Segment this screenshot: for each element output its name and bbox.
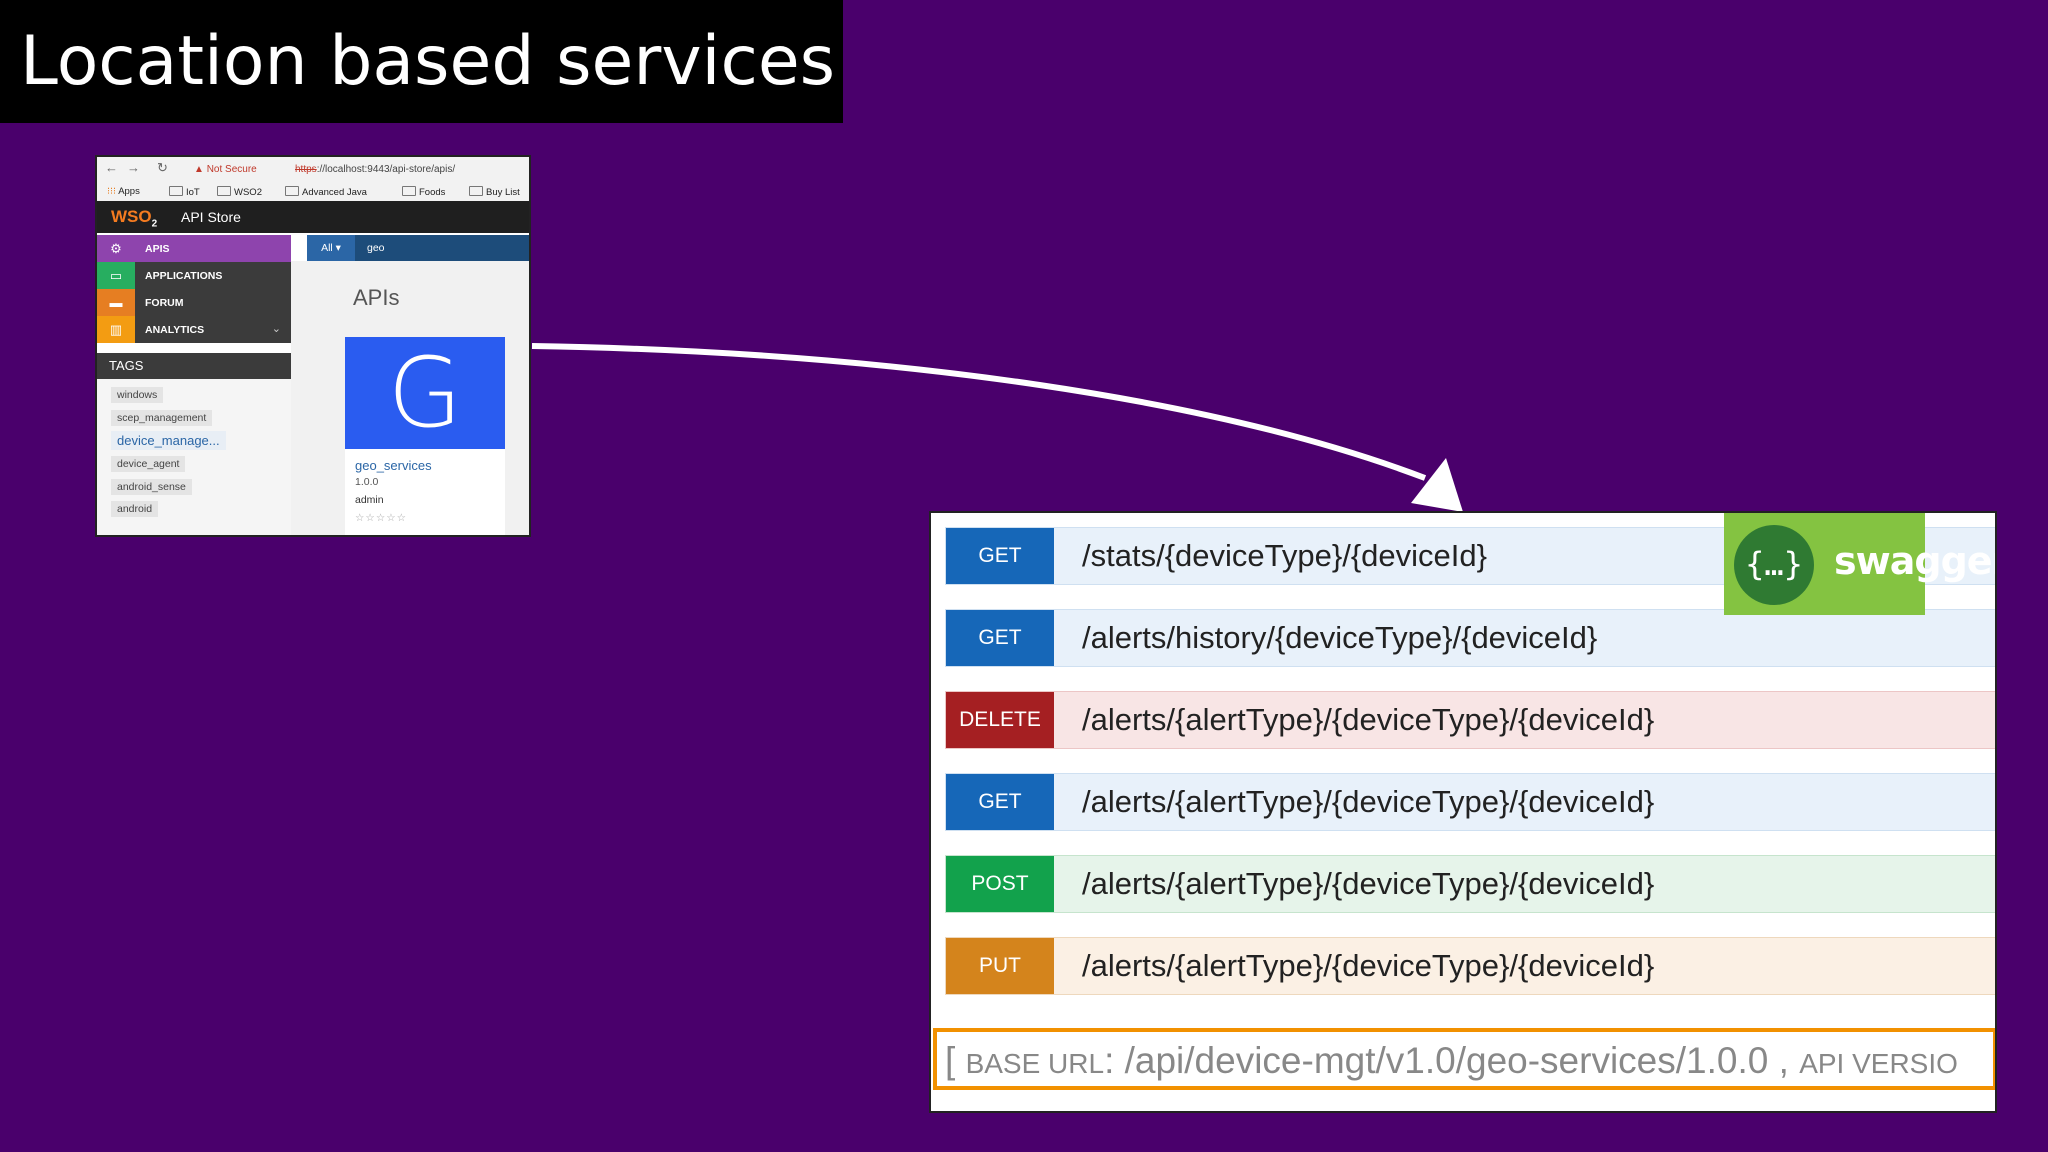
- bookmark-label: Advanced Java: [302, 187, 367, 198]
- api-card[interactable]: G geo_services 1.0.0 admin ☆☆☆☆☆: [345, 337, 505, 535]
- menu-label: APPLICATIONS: [145, 270, 223, 282]
- bookmark-buy-list[interactable]: Buy List: [469, 186, 520, 198]
- address-bar[interactable]: ← → ↻ ▲ Not Secure https://localhost:944…: [97, 157, 529, 183]
- method-badge[interactable]: GET: [946, 528, 1054, 584]
- folder-icon: [402, 186, 416, 196]
- operation-path[interactable]: /alerts/history/{deviceType}/{deviceId}: [1082, 620, 1598, 655]
- bookmark-label: IoT: [186, 187, 200, 198]
- apps-grid-icon: ⁝⁝⁝: [107, 186, 117, 197]
- method-badge[interactable]: DELETE: [946, 692, 1054, 748]
- app-window-icon: ▭: [97, 262, 135, 289]
- menu-label: ANALYTICS: [145, 324, 205, 336]
- star-rating-icon[interactable]: ☆☆☆☆☆: [355, 512, 408, 524]
- operation-path[interactable]: /alerts/{alertType}/{deviceType}/{device…: [1082, 866, 1655, 901]
- folder-icon: [169, 186, 183, 196]
- method-badge[interactable]: GET: [946, 774, 1054, 830]
- tag-item[interactable]: android: [111, 501, 159, 517]
- reload-icon[interactable]: ↻: [157, 160, 168, 175]
- menu-item-apis[interactable]: ⚙ APIS: [97, 235, 291, 262]
- operation-row[interactable]: POST /alerts/{alertType}/{deviceType}/{d…: [945, 855, 1995, 913]
- menu-item-applications[interactable]: ▭ APPLICATIONS: [97, 262, 291, 289]
- bookmark-apps[interactable]: ⁝⁝⁝ Apps: [107, 186, 140, 197]
- gear-icon: ⚙: [110, 241, 122, 256]
- method-badge[interactable]: GET: [946, 610, 1054, 666]
- tags-heading: TAGS: [97, 353, 291, 379]
- url-text[interactable]: https://localhost:9443/api-store/apis/: [295, 164, 455, 175]
- operation-path[interactable]: /alerts/{alertType}/{deviceType}/{device…: [1082, 784, 1655, 819]
- chevron-down-icon[interactable]: ⌄: [271, 323, 281, 335]
- bookmark-label: Foods: [419, 187, 446, 198]
- base-url-value: /api/device-mgt/v1.0/geo-services/1.0.0: [1124, 1040, 1769, 1081]
- folder-icon: [217, 186, 231, 196]
- api-name-link[interactable]: geo_services: [355, 458, 432, 473]
- menu-item-forum[interactable]: ▬ FORUM: [97, 289, 291, 316]
- api-thumbnail[interactable]: G: [345, 337, 505, 449]
- search-scope-dropdown[interactable]: All ▾: [307, 235, 355, 261]
- open-bracket: [: [945, 1040, 966, 1081]
- separator: ,: [1768, 1040, 1800, 1081]
- base-url-colon: :: [1104, 1040, 1125, 1081]
- swagger-wordmark: swagger: [1834, 539, 1997, 583]
- api-store-header: WSO2 API Store: [97, 201, 529, 233]
- not-secure-warning: ▲ Not Secure: [194, 164, 257, 175]
- base-url-highlight: [ BASE URL: /api/device-mgt/v1.0/geo-ser…: [933, 1028, 1995, 1090]
- swagger-braces-icon: {…}: [1734, 525, 1814, 605]
- search-bar: All ▾ geo: [307, 235, 529, 261]
- url-rest: ://localhost:9443/api-store/apis/: [316, 164, 456, 175]
- tag-item[interactable]: android_sense: [111, 479, 192, 495]
- operation-row[interactable]: GET /alerts/{alertType}/{deviceType}/{de…: [945, 773, 1995, 831]
- not-secure-label: Not Secure: [206, 164, 257, 175]
- slide-title: Location based services: [20, 22, 836, 101]
- browser-screenshot: ← → ↻ ▲ Not Secure https://localhost:944…: [95, 155, 531, 537]
- tag-item[interactable]: device_agent: [111, 456, 186, 472]
- menu-item-analytics[interactable]: ▥ ANALYTICS ⌄: [97, 316, 291, 343]
- title-bar: Location based services: [0, 0, 843, 123]
- api-version: 1.0.0: [355, 476, 379, 488]
- bar-chart-icon: ▥: [97, 316, 135, 343]
- apis-heading: APIs: [353, 285, 400, 310]
- store-title: API Store: [181, 209, 241, 225]
- back-arrow-icon[interactable]: ←: [105, 160, 118, 175]
- bookmark-label: Apps: [118, 186, 140, 197]
- bookmark-label: WSO2: [234, 187, 262, 198]
- search-input[interactable]: geo: [367, 242, 385, 254]
- wso2-logo[interactable]: WSO2: [111, 207, 157, 229]
- operation-row[interactable]: GET /alerts/history/{deviceType}/{device…: [945, 609, 1995, 667]
- url-scheme: https: [295, 164, 317, 175]
- operation-path[interactable]: /stats/{deviceType}/{deviceId}: [1082, 538, 1487, 573]
- base-url-label: BASE URL: [965, 1048, 1105, 1079]
- tag-item[interactable]: windows: [111, 387, 164, 403]
- bookmark-advanced-java[interactable]: Advanced Java: [285, 186, 367, 198]
- base-url-line: [ BASE URL: /api/device-mgt/v1.0/geo-ser…: [945, 1040, 1958, 1082]
- api-version-label: API VERSIO: [1799, 1048, 1958, 1079]
- operation-row[interactable]: PUT /alerts/{alertType}/{deviceType}/{de…: [945, 937, 1995, 995]
- arrow-head-icon: [1411, 458, 1463, 512]
- menu-label: FORUM: [145, 297, 184, 309]
- tag-item[interactable]: device_manage...: [111, 431, 226, 450]
- menu-label: APIS: [145, 243, 170, 255]
- swagger-panel: GET /stats/{deviceType}/{deviceId} GET /…: [929, 511, 1997, 1113]
- bookmark-label: Buy List: [486, 187, 520, 198]
- logo-sub: 2: [151, 218, 158, 230]
- operation-row[interactable]: DELETE /alerts/{alertType}/{deviceType}/…: [945, 691, 1995, 749]
- tag-item[interactable]: scep_management: [111, 410, 213, 426]
- operation-path[interactable]: /alerts/{alertType}/{deviceType}/{device…: [1082, 948, 1655, 983]
- arrow-curve: [531, 343, 1427, 481]
- method-badge[interactable]: PUT: [946, 938, 1054, 994]
- bookmark-iot[interactable]: IoT: [169, 186, 200, 198]
- folder-icon: [285, 186, 299, 196]
- logo-text: WSO: [111, 207, 152, 226]
- forward-arrow-icon[interactable]: →: [127, 160, 140, 175]
- bookmark-wso2[interactable]: WSO2: [217, 186, 262, 198]
- folder-icon: [469, 186, 483, 196]
- operation-path[interactable]: /alerts/{alertType}/{deviceType}/{device…: [1082, 702, 1655, 737]
- swagger-logo-badge: {…} swagger: [1724, 513, 1995, 615]
- method-badge[interactable]: POST: [946, 856, 1054, 912]
- chat-bubbles-icon: ▬: [97, 289, 135, 316]
- api-owner: admin: [355, 494, 384, 506]
- tags-panel: windows scep_management device_manage...…: [97, 379, 291, 535]
- bookmark-foods[interactable]: Foods: [402, 186, 445, 198]
